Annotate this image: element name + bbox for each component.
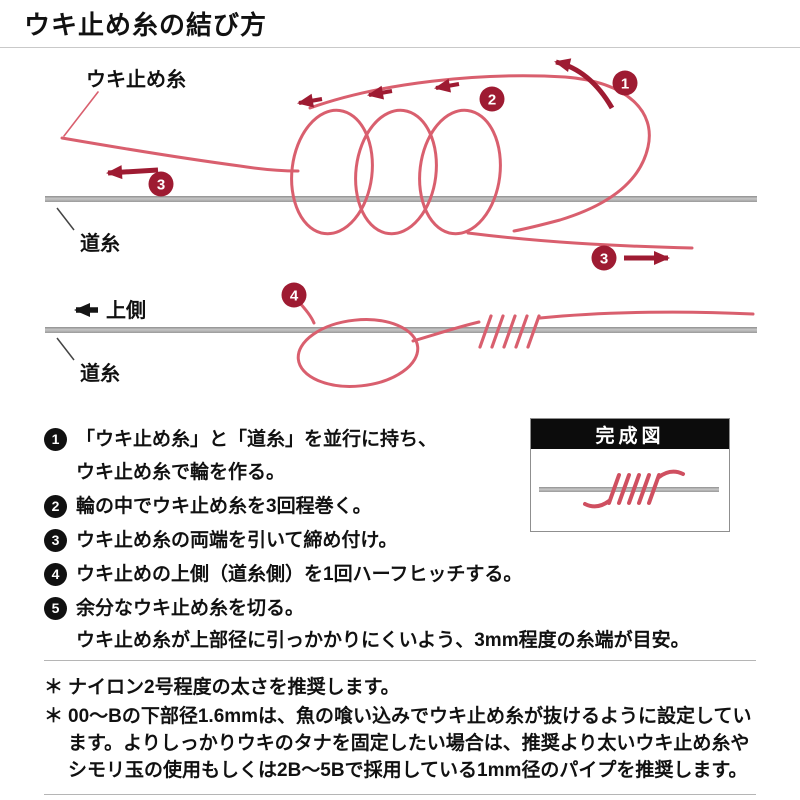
footnote-item-1: ＊ ナイロン2号程度の太さを推奨します。 <box>44 674 760 701</box>
step-badge-1: 1 <box>44 428 67 451</box>
completed-figure-title: 完成図 <box>531 419 729 449</box>
thread-coil-2 <box>354 108 438 236</box>
footnote-marker-2: ＊ <box>44 706 64 727</box>
stopper-thread-knot1 <box>60 74 694 250</box>
tight-wrap-5 <box>526 314 541 349</box>
badge-step-4-number: 4 <box>290 288 299 305</box>
thread-coil-3 <box>418 108 502 236</box>
footnote-text-1: ナイロン2号程度の太さを推奨します。 <box>68 677 400 698</box>
loop-to-coil-strand <box>411 320 481 343</box>
step-text-1: 「ウキ止め糸」と「道糸」を並行に持ち、 <box>76 429 438 450</box>
tight-wrap-3 <box>502 314 517 349</box>
float-stopper-label: ウキ止め糸 <box>86 67 186 91</box>
upper-side-label: 上側 <box>106 299 146 322</box>
footnote-marker-1: ＊ <box>44 677 64 698</box>
step-item-1-cont: ウキ止め糸で輪を作る。 <box>44 460 285 485</box>
tight-wrap-1 <box>478 314 493 349</box>
main-line-label-1: 道糸 <box>80 231 120 255</box>
badge-step-1: 1 <box>612 70 638 96</box>
badge-step-1-number: 1 <box>621 76 629 93</box>
main-line-2 <box>45 327 757 333</box>
inset-main-line <box>539 487 719 492</box>
half-hitch-loop <box>296 318 420 388</box>
badge-step-2: 2 <box>479 86 505 112</box>
badge-step-4: 4 <box>281 282 307 308</box>
badge-step-3-left: 3 <box>148 171 174 197</box>
step-item-4: 4 ウキ止めの上側（道糸側）を1回ハーフヒッチする。 <box>44 562 522 587</box>
step-item-3: 3 ウキ止め糸の両端を引いて締め付け。 <box>44 528 397 553</box>
step-text-4: ウキ止めの上側（道糸側）を1回ハーフヒッチする。 <box>76 564 523 585</box>
step-text-5b: ウキ止め糸が上部径に引っかかりにくいよう、3mm程度の糸端が目安。 <box>76 630 690 651</box>
badge-step-2-number: 2 <box>488 92 496 109</box>
badge-step-3-right: 3 <box>591 245 617 271</box>
thread-right-end <box>466 231 694 250</box>
step-text-3: ウキ止め糸の両端を引いて締め付け。 <box>76 530 398 551</box>
step-badge-4: 4 <box>44 563 67 586</box>
step-item-1: 1 「ウキ止め糸」と「道糸」を並行に持ち、 <box>44 427 437 452</box>
step-badge-2: 2 <box>44 495 67 518</box>
pull-left-arrow-icon <box>106 165 159 180</box>
page-title: ウキ止め糸の結び方 <box>24 10 268 40</box>
main-line-label-pointer-1 <box>56 207 75 231</box>
wrap-arrow-icon-2 <box>367 85 393 100</box>
main-line-label-2: 道糸 <box>80 361 120 385</box>
footnote-text-2: 00〜Bの下部径1.6mmは、魚の喰い込みでウキ止め糸が抜けるように設定していま… <box>68 706 752 781</box>
stopper-label-pointer <box>63 91 99 137</box>
tight-wrap-4 <box>514 314 529 349</box>
knot-diagram: 1 2 3 3 ウキ止め糸 道糸 上側 4 道糸 <box>45 58 757 388</box>
step-text-5: 余分なウキ止め糸を切る。 <box>76 598 305 619</box>
thread-coil-1 <box>290 108 374 236</box>
inset-knot-wraps <box>583 469 685 509</box>
title-divider <box>0 47 800 48</box>
thread-left-end <box>60 136 300 173</box>
badge-step-3-left-number: 3 <box>157 177 165 194</box>
wrap-arrow-icon-1 <box>434 78 460 93</box>
completed-figure-box: 完成図 <box>530 418 730 532</box>
footnote-item-2: ＊ 00〜Bの下部径1.6mmは、魚の喰い込みでウキ止め糸が抜けるように設定して… <box>44 703 760 784</box>
step-item-2: 2 輪の中でウキ止め糸を3回程巻く。 <box>44 494 372 519</box>
thread-tail-right <box>538 310 755 320</box>
thread-big-loop <box>308 74 651 233</box>
stopper-thread-knot2 <box>296 300 755 388</box>
direction-arrows <box>106 58 670 265</box>
wrap-arrow-icon-3 <box>297 93 323 108</box>
step-text-2: 輪の中でウキ止め糸を3回程巻く。 <box>76 496 372 517</box>
bottom-divider <box>44 794 756 795</box>
step-item-5: 5 余分なウキ止め糸を切る。 <box>44 596 304 621</box>
step-badge-5: 5 <box>44 597 67 620</box>
main-line-label-pointer-2 <box>56 337 75 361</box>
completed-knot-drawing <box>539 469 719 509</box>
tight-wrap-2 <box>490 314 505 349</box>
main-line-1 <box>45 196 757 202</box>
badge-step-3-right-number: 3 <box>600 251 608 268</box>
step-item-5-cont: ウキ止め糸が上部径に引っかかりにくいよう、3mm程度の糸端が目安。 <box>44 628 690 653</box>
step-text-1b: ウキ止め糸で輪を作る。 <box>76 462 286 483</box>
step-badge-3: 3 <box>44 529 67 552</box>
wrap-direction-curved-arrow-icon <box>554 58 615 110</box>
footnote-top-divider <box>44 660 756 661</box>
